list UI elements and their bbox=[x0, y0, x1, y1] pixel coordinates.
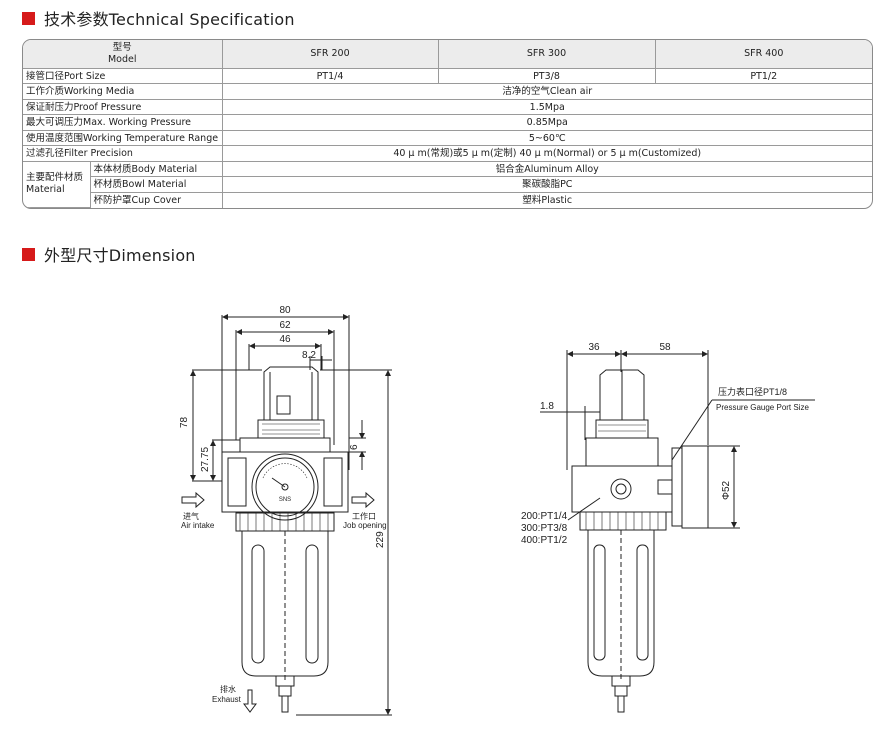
row-label: 本体材质Body Material bbox=[89, 160, 223, 178]
model-sfr200: SFR 200 bbox=[221, 40, 439, 69]
row-label: 杯材质Bowl Material bbox=[90, 176, 223, 193]
cell-value: 5~60℃ bbox=[221, 129, 872, 147]
cell-value: 0.85Mpa bbox=[221, 114, 872, 131]
dimension-drawing: 80 62 46 8.2 78 27.75 6 229 SNS 进气 Air i… bbox=[179, 305, 815, 716]
air-intake-cn: 进气 bbox=[183, 511, 199, 521]
dim-80: 80 bbox=[279, 305, 291, 316]
port-200: 200:PT1/4 bbox=[521, 511, 568, 522]
dim-phi52: Φ52 bbox=[721, 480, 732, 500]
exhaust-en: Exhaust bbox=[212, 695, 242, 704]
dim-46: 46 bbox=[279, 334, 291, 345]
job-opening-en: Job opening bbox=[343, 521, 387, 530]
dim-8-2: 8.2 bbox=[302, 350, 316, 361]
cell-value: 1.5Mpa bbox=[221, 98, 872, 116]
dim-58: 58 bbox=[659, 342, 671, 353]
exhaust-cn: 排水 bbox=[220, 684, 236, 694]
row-label: 最大可调压力Max. Working Pressure bbox=[23, 114, 223, 131]
dim-6: 6 bbox=[349, 444, 360, 450]
cell-value: PT1/2 bbox=[654, 67, 872, 85]
gauge-port-en: Pressure Gauge Port Size bbox=[716, 403, 809, 412]
row-label: 使用温度范围Working Temperature Range bbox=[23, 129, 223, 147]
cell-value: 聚碳酸脂PC bbox=[221, 176, 872, 193]
cell-value: PT3/8 bbox=[437, 67, 656, 85]
side-view bbox=[540, 350, 815, 713]
dimension-section-title: 外型尺寸Dimension bbox=[22, 242, 196, 266]
table-row: 工作介质Working Media 洁净的空气Clean air bbox=[23, 83, 872, 100]
row-label: 保证耐压力Proof Pressure bbox=[23, 98, 223, 116]
port-300: 300:PT3/8 bbox=[521, 523, 568, 534]
row-label: 接管口径Port Size bbox=[23, 67, 223, 85]
model-sfr400: SFR 400 bbox=[654, 40, 872, 69]
row-label: 工作介质Working Media bbox=[23, 83, 223, 100]
front-view bbox=[181, 314, 392, 716]
row-label: 过滤孔径Filter Precision bbox=[23, 145, 223, 162]
cell-value: PT1/4 bbox=[221, 67, 439, 85]
red-square-icon bbox=[22, 247, 35, 261]
front-view-labels: 80 62 46 8.2 78 27.75 6 229 SNS 进气 Air i… bbox=[179, 305, 387, 704]
cell-value: 塑料Plastic bbox=[221, 191, 872, 208]
air-intake-en: Air intake bbox=[181, 521, 215, 530]
dim-27-75: 27.75 bbox=[200, 447, 211, 472]
gauge-port-cn: 压力表口径PT1/8 bbox=[718, 386, 787, 397]
dim-36: 36 bbox=[588, 342, 600, 353]
model-sfr300: SFR 300 bbox=[437, 40, 656, 69]
row-label: 杯防护罩Cup Cover bbox=[90, 191, 223, 208]
table-row: 保证耐压力Proof Pressure 1.5Mpa bbox=[23, 98, 872, 116]
spec-section-title: 技术参数Technical Specification bbox=[22, 6, 295, 30]
table-row: 接管口径Port Size PT1/4 PT3/8 PT1/2 bbox=[23, 67, 872, 85]
job-opening-cn: 工作口 bbox=[352, 511, 376, 521]
table-row: 过滤孔径Filter Precision 40 μ m(常规)或5 μ m(定制… bbox=[23, 145, 872, 162]
cell-value: 40 μ m(常规)或5 μ m(定制) 40 μ m(Normal) or 5… bbox=[221, 145, 872, 162]
dim-78: 78 bbox=[179, 416, 190, 428]
red-square-icon bbox=[22, 11, 35, 25]
side-view-labels: 36 58 1.8 Φ52 压力表口径PT1/8 Pressure Gauge … bbox=[521, 342, 809, 546]
dim-1-8: 1.8 bbox=[540, 401, 554, 412]
dim-229: 229 bbox=[375, 531, 386, 548]
gauge-brand: SNS bbox=[279, 497, 291, 503]
cell-value: 铝合金Aluminum Alloy bbox=[221, 160, 872, 178]
table-row: 最大可调压力Max. Working Pressure 0.85Mpa bbox=[23, 114, 872, 131]
dim-62: 62 bbox=[279, 320, 291, 331]
cell-value: 洁净的空气Clean air bbox=[221, 83, 872, 100]
table-row: 使用温度范围Working Temperature Range 5~60℃ bbox=[23, 129, 872, 147]
port-400: 400:PT1/2 bbox=[521, 535, 568, 546]
table-row: 杯材质Bowl Material 聚碳酸脂PC bbox=[23, 176, 872, 193]
table-row: 杯防护罩Cup Cover 塑料Plastic bbox=[23, 191, 872, 208]
